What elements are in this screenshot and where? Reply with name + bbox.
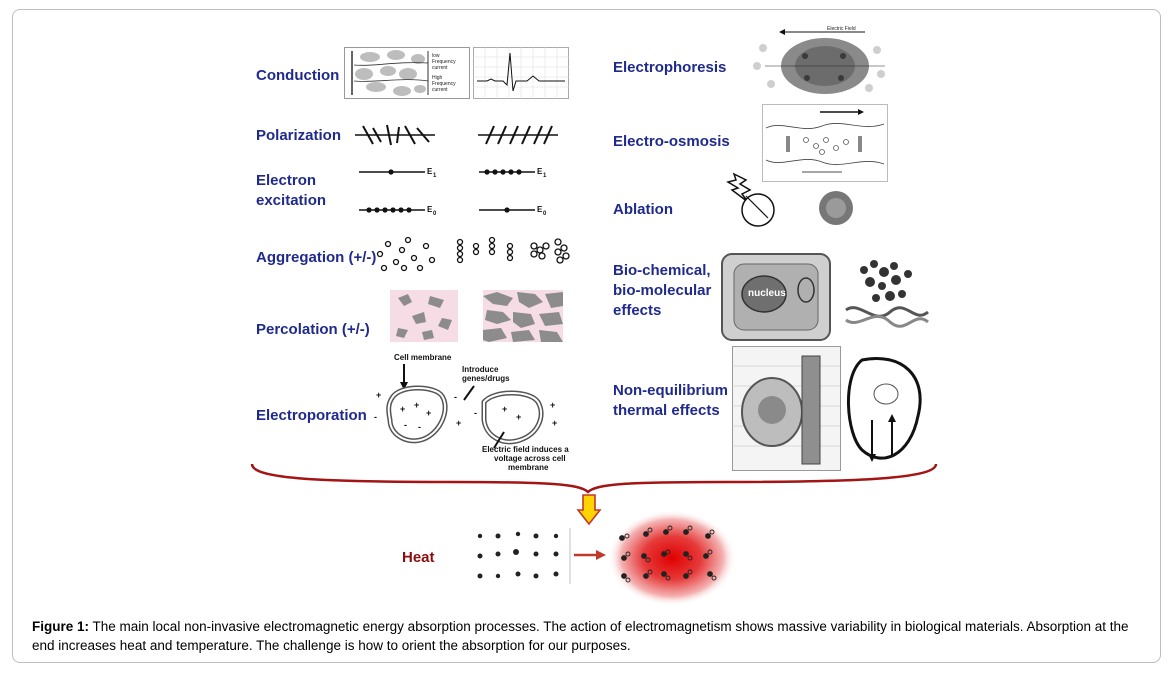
percolation-low-illustration — [390, 290, 458, 342]
svg-text:+: + — [502, 404, 507, 414]
ecg-illustration — [473, 47, 569, 99]
svg-text:nucleus: nucleus — [748, 288, 786, 299]
svg-text:+: + — [400, 404, 405, 414]
label-electro-osmosis: Electro-osmosis — [613, 133, 730, 150]
svg-text:1: 1 — [433, 173, 437, 179]
svg-text:current: current — [432, 87, 448, 93]
label-conduction: Conduction — [256, 67, 340, 84]
percolation-high-illustration — [483, 290, 563, 342]
svg-text:genes/drugs: genes/drugs — [462, 374, 510, 383]
svg-text:-: - — [404, 420, 407, 430]
label-electron-excitation-1: Electron — [256, 172, 317, 189]
curly-brace — [250, 463, 938, 494]
svg-text:low: low — [432, 53, 440, 59]
label-biochem-1: Bio-chemical, — [613, 262, 711, 279]
label-nonequilibrium-1: Non-equilibrium — [613, 382, 728, 399]
label-biochem-2: bio-molecular — [613, 282, 712, 299]
svg-text:+: + — [426, 408, 431, 418]
label-electrophoresis: Electrophoresis — [613, 59, 727, 76]
label-nonequilibrium-2: thermal effects — [613, 402, 720, 419]
molecules-cold-illustration — [477, 528, 571, 584]
figure-caption: Figure 1: The main local non-invasive el… — [32, 617, 1152, 655]
svg-text:-: - — [374, 412, 377, 422]
biomolecular-illustration: nucleus — [721, 253, 929, 341]
polarization-aligned-illustration — [478, 125, 558, 145]
label-electroporation: Electroporation — [256, 407, 367, 424]
svg-text:E: E — [427, 167, 433, 176]
svg-text:+: + — [376, 390, 381, 400]
svg-text:Introduce: Introduce — [462, 365, 499, 374]
svg-text:Cell membrane: Cell membrane — [394, 353, 452, 362]
svg-text:E: E — [427, 205, 433, 214]
svg-text:+: + — [552, 418, 557, 428]
svg-text:0: 0 — [433, 211, 437, 217]
svg-text:High: High — [432, 75, 443, 81]
caption-label: Figure 1: — [32, 619, 90, 634]
label-biochem-3: effects — [613, 302, 662, 319]
label-electron-excitation-2: excitation — [256, 192, 327, 209]
molecules-hot-illustration — [608, 510, 736, 606]
figure-frame — [12, 9, 1161, 663]
svg-text:Frequency: Frequency — [432, 59, 456, 65]
down-arrow-icon — [576, 494, 602, 526]
ablation-illustration — [726, 172, 853, 227]
svg-text:membrane: membrane — [508, 463, 549, 472]
svg-text:+: + — [550, 400, 555, 410]
right-arrow-icon — [574, 550, 606, 560]
svg-text:+: + — [456, 418, 461, 428]
svg-text:E: E — [537, 205, 543, 214]
caption-text: The main local non-invasive electromagne… — [32, 619, 1129, 653]
label-heat: Heat — [402, 549, 435, 566]
svg-text:current: current — [432, 65, 448, 71]
svg-text:E: E — [537, 167, 543, 176]
svg-text:Frequency: Frequency — [432, 81, 456, 87]
svg-text:Electric field induces a: Electric field induces a — [482, 445, 569, 454]
svg-text:Electric Field: Electric Field — [827, 26, 856, 32]
svg-text:+: + — [414, 400, 419, 410]
polarization-random-illustration — [355, 124, 435, 146]
svg-text:+: + — [516, 412, 521, 422]
electroporation-illustration: Cell membrane +++ -- +--+ Introduce gene… — [374, 353, 569, 472]
electro-osmosis-illustration — [762, 104, 888, 182]
svg-text:-: - — [474, 408, 477, 418]
aggregation-illustration — [376, 236, 570, 272]
svg-text:-: - — [454, 392, 457, 402]
svg-text:1: 1 — [543, 173, 547, 179]
nonequilibrium-illustration — [732, 346, 922, 471]
label-aggregation: Aggregation (+/-) — [256, 249, 377, 266]
label-polarization: Polarization — [256, 127, 342, 144]
electrophoresis-illustration: Electric Field — [753, 26, 885, 94]
label-percolation: Percolation (+/-) — [256, 321, 370, 338]
svg-text:voltage across cell: voltage across cell — [494, 454, 566, 463]
svg-text:0: 0 — [543, 211, 547, 217]
label-ablation: Ablation — [613, 201, 673, 218]
svg-text:-: - — [418, 422, 421, 432]
